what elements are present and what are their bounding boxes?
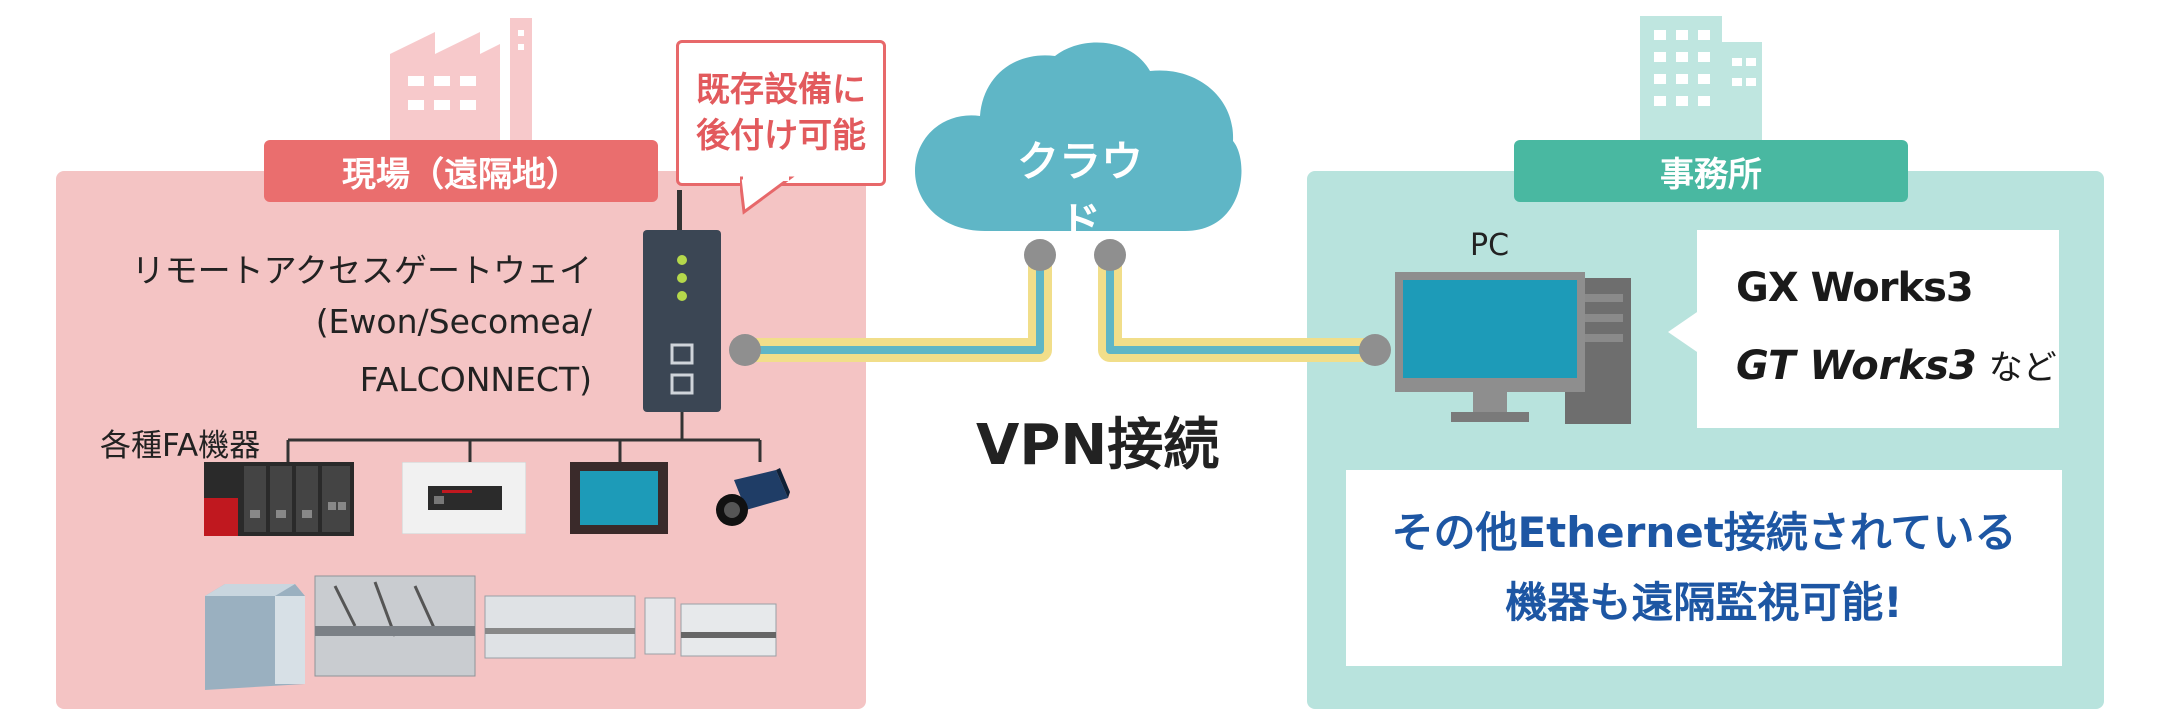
fa-bus-lines [286,412,762,462]
software-suffix: など [1988,348,2057,388]
software-gt-works3-name: GT Works3 [1736,343,1977,389]
production-line-icon [205,575,777,690]
gateway-label-2: (Ewon/Secomea/ [315,302,592,341]
note-line-1: その他Ethernet接続されている [1391,508,2017,557]
hmi-panel-icon [570,462,668,534]
gateway-device-icon [643,190,721,412]
software-gt-works3: GT Works3 など [1736,340,2057,389]
software-box [1697,230,2059,428]
desktop-pc-icon [1395,272,1631,424]
remote-monitoring-note: その他Ethernet接続されている 機器も遠隔監視可能! [1346,470,2062,666]
factory-icon [390,18,532,144]
controller-icon [402,462,526,534]
retrofit-callout: 既存設備に 後付け可能 [676,40,886,186]
office-title: 事務所 [1514,140,1908,202]
office-building-icon [1640,16,1762,144]
cloud-icon [915,42,1242,231]
vpn-connection-label: VPN接続 [976,413,1220,478]
pc-label: PC [1470,228,1510,263]
gateway-label-1: リモートアクセスゲートウェイ [131,251,592,290]
callout-tail [740,176,795,215]
camera-icon [716,468,790,526]
callout-line-1: 既存設備に [696,70,866,110]
site-title: 現場（遠隔地） [264,140,658,202]
software-gx-works3: GX Works3 [1736,265,1974,311]
software-box-tail [1668,310,1700,354]
callout-line-2: 後付け可能 [696,116,866,156]
plc-icon [204,462,354,536]
fa-devices-label: 各種FA機器 [100,428,261,464]
note-line-2: 機器も遠隔監視可能! [1505,578,1903,627]
cloud-label: クラウド [1016,137,1143,247]
gateway-label-3: FALCONNECT) [359,360,592,399]
